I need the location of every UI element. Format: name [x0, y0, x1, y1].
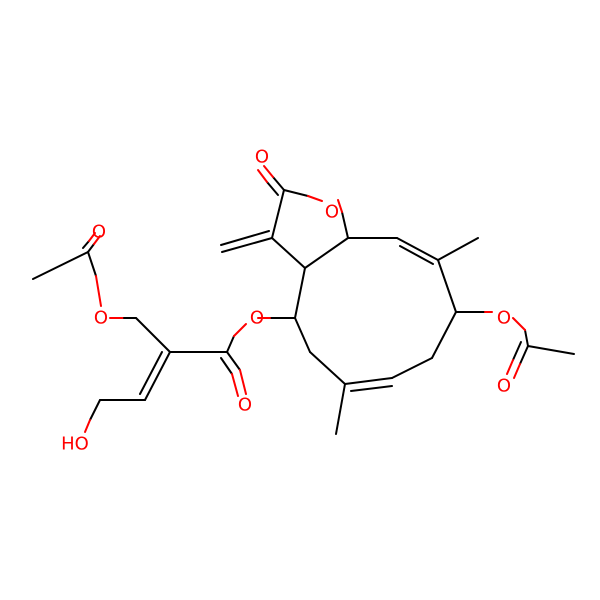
bond — [82, 240, 90, 249]
bond — [226, 335, 235, 353]
bond — [524, 329, 529, 347]
bond — [135, 317, 171, 353]
bond — [337, 199, 343, 213]
bond — [139, 351, 163, 395]
bond — [437, 237, 479, 261]
bond — [272, 176, 285, 191]
oxygen-label-main-ester: O — [250, 308, 264, 329]
atom-labels: O O O O O O O O HO — [61, 147, 511, 455]
bond — [396, 237, 439, 261]
bond — [231, 373, 239, 397]
bond — [304, 237, 349, 269]
bond — [294, 317, 311, 353]
bond — [399, 245, 434, 265]
bond — [239, 369, 247, 395]
bond — [221, 237, 273, 253]
bond — [519, 345, 529, 365]
bond — [263, 165, 274, 178]
bond — [527, 345, 575, 355]
bond — [307, 195, 323, 202]
bond — [350, 385, 393, 392]
oxygen-label-lactone-ring: O — [325, 202, 339, 223]
bond — [512, 317, 526, 331]
bond — [220, 230, 270, 246]
oxygen-bonds — [84, 165, 526, 433]
bond — [95, 275, 102, 307]
bond — [87, 251, 97, 277]
hydroxyl-label: HO — [61, 434, 89, 455]
bond — [341, 211, 349, 239]
oxygen-label-right-acetyl-ester: O — [497, 308, 511, 329]
bond — [437, 259, 457, 313]
bond — [344, 377, 393, 385]
bond — [271, 189, 285, 239]
bond — [266, 181, 279, 196]
bond — [506, 359, 514, 375]
bond — [294, 267, 306, 319]
bond — [431, 311, 457, 359]
bond — [84, 419, 91, 433]
bond — [283, 189, 309, 197]
bond — [220, 357, 233, 375]
bond — [144, 351, 171, 401]
bond — [257, 169, 268, 183]
bond — [271, 237, 306, 269]
oxygen-label-left-acetyl-ester: O — [94, 308, 108, 329]
bond — [87, 243, 95, 253]
bond — [88, 232, 96, 242]
bond — [226, 351, 241, 371]
bond — [512, 341, 522, 361]
bond — [335, 383, 346, 435]
bond — [391, 357, 433, 379]
oxygen-label-main-ester-carbonyl: O — [238, 395, 252, 416]
oxygen-label-right-acetyl-carbonyl: O — [497, 376, 511, 397]
oxygen-label-lactone-carbonyl: O — [255, 147, 269, 168]
bond — [89, 399, 101, 421]
carbon-bonds — [32, 176, 575, 435]
bond — [513, 363, 521, 379]
bond — [309, 351, 346, 385]
bond — [93, 235, 101, 245]
bond — [233, 323, 247, 337]
oxygen-label-left-acetyl-carbonyl: O — [92, 222, 106, 243]
bond — [32, 251, 89, 280]
